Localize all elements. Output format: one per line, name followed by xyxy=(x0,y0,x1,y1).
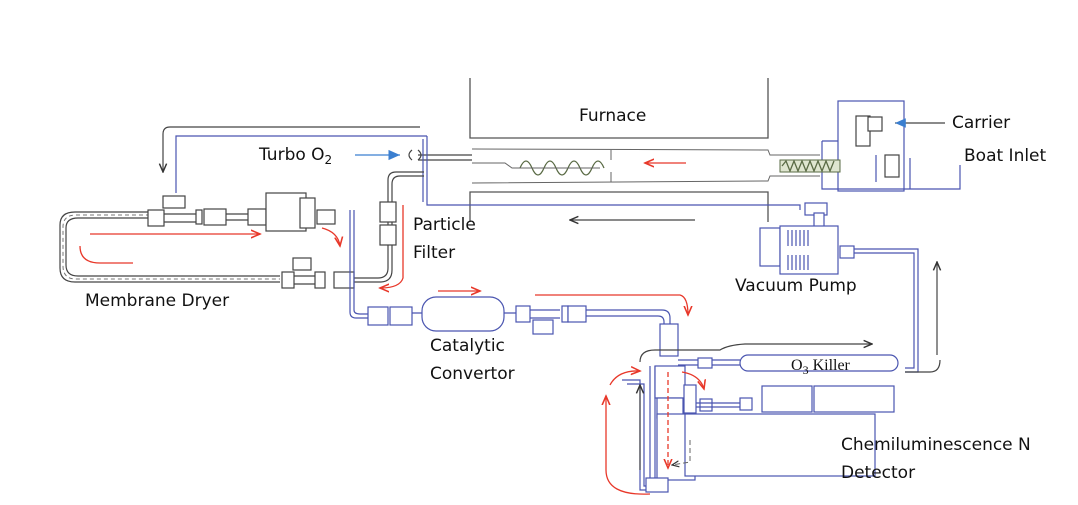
catalytic-convertor-label-line2: Convertor xyxy=(430,364,515,384)
particle-filter-label-line2: Filter xyxy=(413,243,456,263)
turbo-o2-text: Turbo O xyxy=(259,145,325,165)
detector-label-line2: Detector xyxy=(841,463,916,483)
furnace-label: Furnace xyxy=(579,106,647,126)
turbo-o2-subscript: 2 xyxy=(324,153,333,167)
combustion-coil xyxy=(519,160,605,176)
particle-filter-label-line1: Particle xyxy=(413,215,476,235)
membrane-dryer-label: Membrane Dryer xyxy=(85,291,230,311)
carrier-label: Carrier xyxy=(952,113,1011,133)
particle-filter xyxy=(380,201,404,288)
o3-killer-text-rest: Killer xyxy=(808,357,850,374)
catalytic-convertor-label-line1: Catalytic xyxy=(430,336,505,356)
chemiluminescence-detector xyxy=(606,365,895,495)
furnace xyxy=(469,78,820,222)
turbo-o2-inlet xyxy=(355,149,472,161)
boat-inlet-label: Boat Inlet xyxy=(964,146,1047,166)
o3-killer-text: O xyxy=(791,357,803,374)
turbo-o2-label: Turbo O2 xyxy=(259,145,333,167)
o3-killer-subscript: 3 xyxy=(802,363,809,377)
boat-inlet-assembly xyxy=(779,100,961,192)
detector-label-line1: Chemiluminescence N xyxy=(841,435,1031,455)
filter-flow-arrow xyxy=(380,205,404,288)
o3-killer xyxy=(639,323,941,373)
membrane-dryer xyxy=(59,171,424,289)
vacuum-pump-label: Vacuum Pump xyxy=(735,276,857,296)
vacuum-pump xyxy=(759,202,937,373)
return-line xyxy=(163,126,801,210)
catalytic-convertor xyxy=(349,210,688,335)
o3-killer-label: O3 Killer xyxy=(791,357,850,377)
